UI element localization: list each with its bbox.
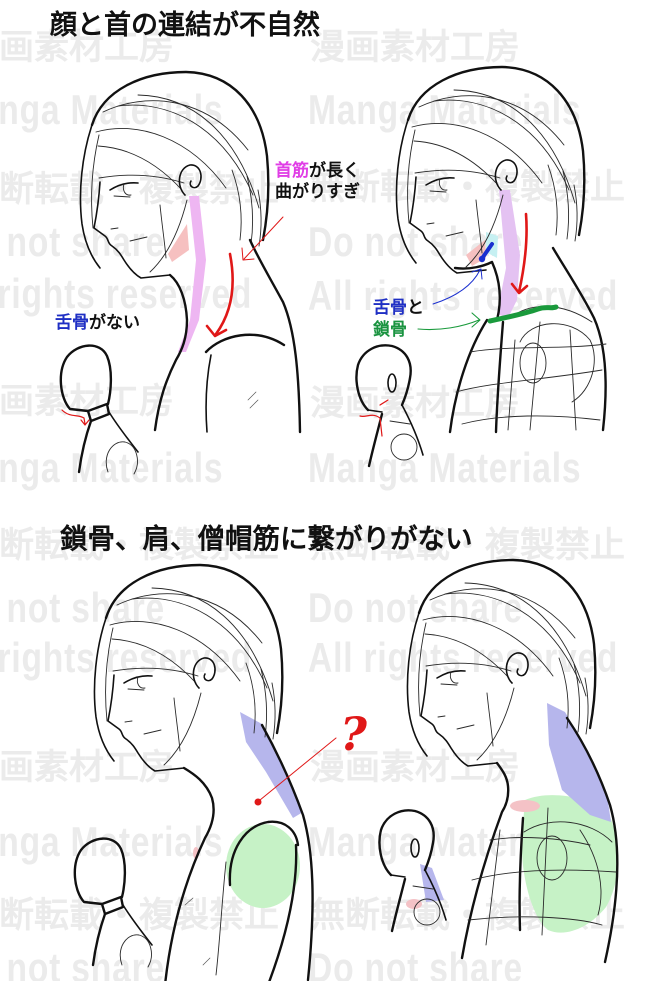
neck-back-line [260, 723, 314, 981]
body-grid-line [471, 869, 617, 881]
hyoid-dot [478, 255, 486, 263]
deltoid-highlight [226, 824, 300, 908]
body-grid-line [523, 821, 613, 843]
clavicle-pink-highlight [510, 800, 540, 812]
watermark-text: 無断転載・複製禁止 [0, 170, 280, 210]
red-down-arrow [510, 212, 529, 295]
sketch-line [247, 391, 259, 409]
sketch-line [184, 897, 211, 966]
chest-inner-line [518, 816, 525, 932]
red-small-arrow [61, 409, 90, 426]
section-title-clavicle-shoulder: 鎖骨、肩、僧帽筋に繋がりがない [60, 523, 473, 555]
watermark-text: All rights reserved [308, 272, 619, 319]
highlight-hyoid: 舌骨 [373, 298, 407, 318]
annotation-text: と [407, 298, 424, 318]
deltoid-ellipse [519, 342, 547, 384]
body-grid-line [467, 916, 603, 926]
arm-back-line [268, 843, 298, 981]
watermark-text: Manga Materials [308, 86, 582, 133]
watermark-text: 漫画素材工房 [310, 748, 521, 788]
watermark-text: 漫画素材工房 [0, 382, 175, 422]
clavicle-marker [487, 304, 559, 324]
watermark-text: 漫画素材工房 [310, 28, 521, 68]
figure-4-corrected-shoulder [378, 558, 619, 964]
body-grid-line [461, 415, 601, 425]
annotation-text: がない [89, 313, 140, 333]
annotation-neck-too-long: 首筋が長く 曲がりすぎ [275, 161, 360, 203]
body-grid-line [469, 343, 607, 353]
trapezius-highlight [547, 703, 611, 822]
watermark-text: 漫画素材工房 [0, 28, 175, 68]
section-title-face-neck: 顔と首の連結が不自然 [50, 10, 320, 41]
shoulder-arc [228, 820, 300, 887]
figure-1-incorrect-neck [59, 70, 302, 476]
red-small-squiggle [359, 399, 389, 437]
figure-2-corrected-neck [355, 65, 607, 468]
body-grid-line [519, 323, 595, 403]
neck-front-line [153, 273, 189, 432]
neck-front-line [453, 260, 501, 322]
watermark-text: Do not share [308, 944, 523, 981]
watermark-text: All rights reserved [0, 634, 253, 681]
watermark-text: Manga Materials [308, 444, 582, 491]
body-grid-line [489, 837, 591, 846]
chest-inner-line [494, 320, 505, 434]
neck-back-line [565, 716, 619, 964]
jaw-pink-highlight [466, 240, 486, 266]
small-head-diagram-4 [378, 809, 448, 933]
small-head-diagram-3 [73, 837, 154, 969]
hyoid-marker [481, 242, 494, 259]
highlight-hyoid: 舌骨 [55, 313, 89, 333]
annotation-text: が長く [309, 161, 360, 181]
watermark-text: Manga Materials [0, 444, 224, 491]
blue-pointer-arrow [432, 268, 483, 305]
neck-back-line [551, 246, 607, 432]
green-pointer-arrow [417, 312, 481, 331]
watermark-text: Do not share [0, 944, 165, 981]
shoulder-arc [204, 333, 286, 354]
chest-front-line [448, 318, 489, 434]
cheek-highlight [168, 224, 189, 262]
highlight-clavicle: 鎖骨 [373, 320, 407, 340]
annotation-no-hyoid: 舌骨がない [55, 313, 140, 334]
small-clavicle-pink [406, 899, 422, 909]
arm-front-line [215, 861, 227, 976]
watermark-text: Do not share [308, 584, 523, 631]
watermark-text: Manga Materials [0, 818, 224, 865]
annotation-line: 舌骨と [373, 297, 424, 319]
red-pointer-arrow [241, 216, 284, 261]
deltoid-ellipse [536, 835, 568, 881]
annotation-hyoid-and-clavicle: 舌骨と 鎖骨 [373, 297, 424, 341]
neck-back-line [248, 238, 302, 434]
watermark-text: 無断転載・複製禁止 [310, 168, 626, 208]
highlight-neck-muscle: 首筋 [275, 161, 309, 181]
body-grid-line [455, 369, 603, 393]
annotation-line: 首筋が長く [275, 161, 360, 182]
neck-front-line [164, 766, 215, 981]
watermark-text: 漫画素材工房 [0, 748, 175, 788]
arm-front-line [205, 354, 212, 433]
body-grid-line [507, 321, 577, 431]
small-head-diagram-2 [355, 344, 425, 468]
neck-front-line [460, 761, 510, 960]
small-head-diagram-1 [59, 344, 140, 476]
annotation-text: 曲がりすぎ [275, 182, 360, 202]
watermark-text: Do not share [0, 584, 165, 631]
trapezius-highlight [240, 712, 303, 818]
question-mark-annotation: ? [340, 707, 367, 761]
watermark-text: 漫画素材工房 [310, 384, 521, 424]
watermark-text: All rights reserved [0, 270, 253, 317]
neck-muscle-highlight [178, 196, 206, 352]
figure-3-incorrect-shoulder [73, 563, 337, 981]
red-pointer-line [259, 737, 337, 801]
body-grid-line [485, 807, 602, 946]
red-curve-arrow [205, 252, 234, 338]
watermark-text: 無断転載・複製禁止 [310, 526, 626, 566]
watermark-text: 無断転載・複製禁止 [0, 526, 280, 566]
